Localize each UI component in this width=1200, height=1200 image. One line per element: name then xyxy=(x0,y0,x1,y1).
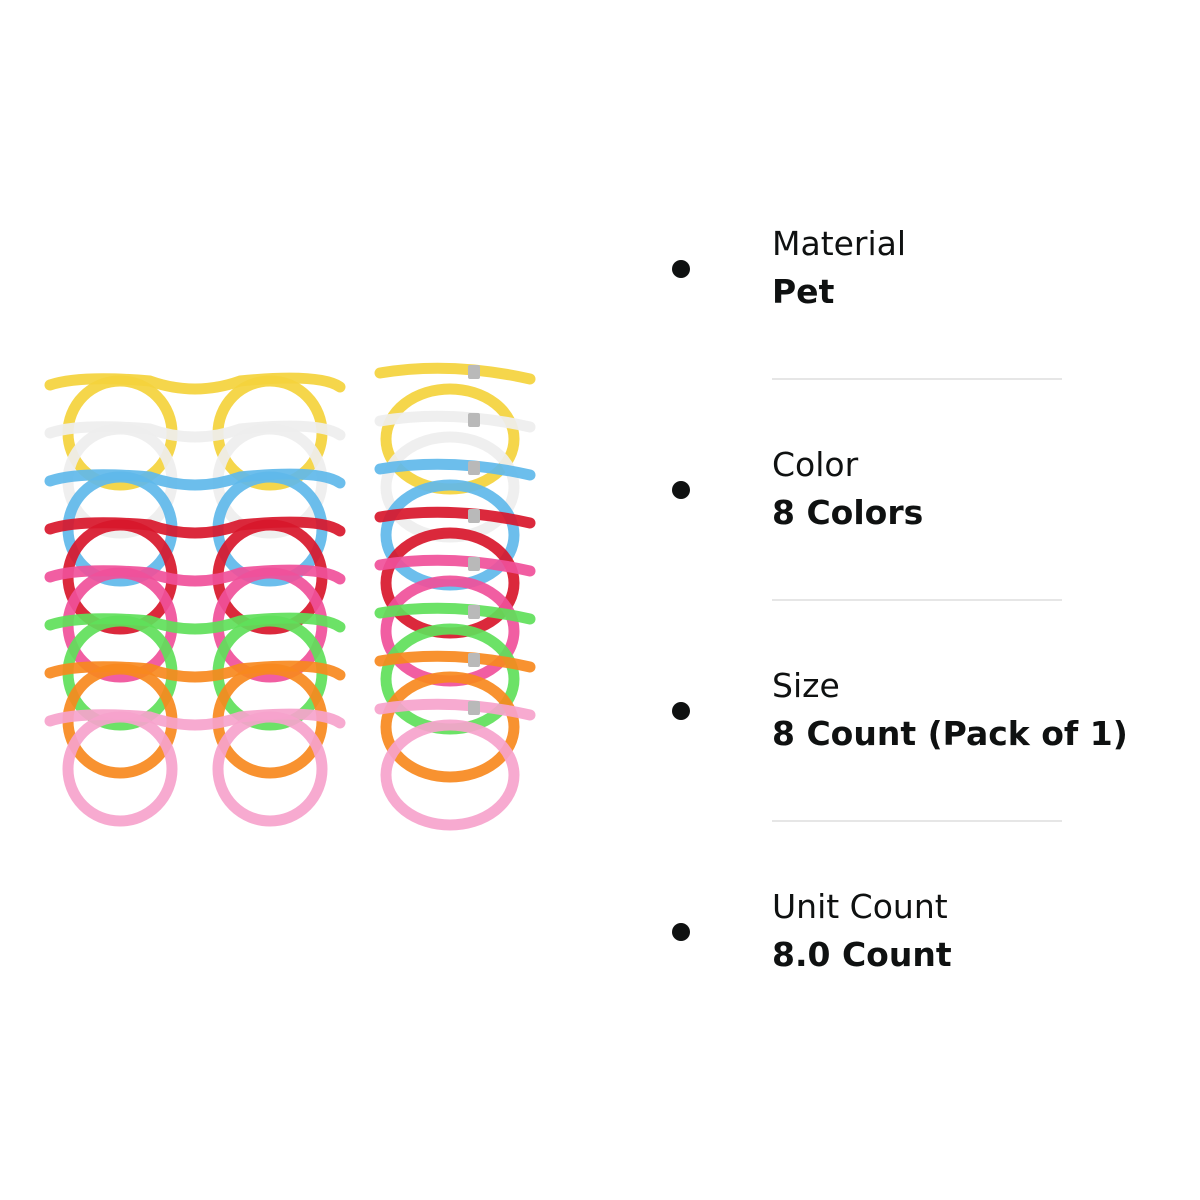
spec-unit-count: Unit Count 8.0 Count xyxy=(660,885,1080,1106)
glasses-side-7 xyxy=(374,650,536,783)
spec-material: Material Pet xyxy=(660,222,1080,443)
spec-value: 8.0 Count xyxy=(772,935,952,974)
spec-value: Pet xyxy=(772,272,835,311)
spec-color: Color 8 Colors xyxy=(660,443,1080,664)
spec-label: Unit Count xyxy=(772,887,948,926)
spec-label: Color xyxy=(772,445,859,484)
bullet-icon xyxy=(672,702,690,720)
glasses-front-8 xyxy=(44,708,346,827)
spec-value: 8 Count (Pack of 1) xyxy=(772,714,1128,753)
divider xyxy=(772,378,1062,380)
product-image xyxy=(40,345,570,855)
spec-size: Size 8 Count (Pack of 1) xyxy=(660,664,1128,885)
spec-label: Material xyxy=(772,224,907,263)
glasses-side-8 xyxy=(374,698,536,831)
bullet-icon xyxy=(672,260,690,278)
divider xyxy=(772,599,1062,601)
straw-glasses-image xyxy=(44,362,536,831)
bullet-icon xyxy=(672,923,690,941)
spec-label: Size xyxy=(772,666,840,705)
product-specs: Material Pet Color 8 Colors Size 8 Count… xyxy=(660,222,1128,1106)
bullet-icon xyxy=(672,481,690,499)
spec-value: 8 Colors xyxy=(772,493,924,532)
divider xyxy=(772,820,1062,822)
